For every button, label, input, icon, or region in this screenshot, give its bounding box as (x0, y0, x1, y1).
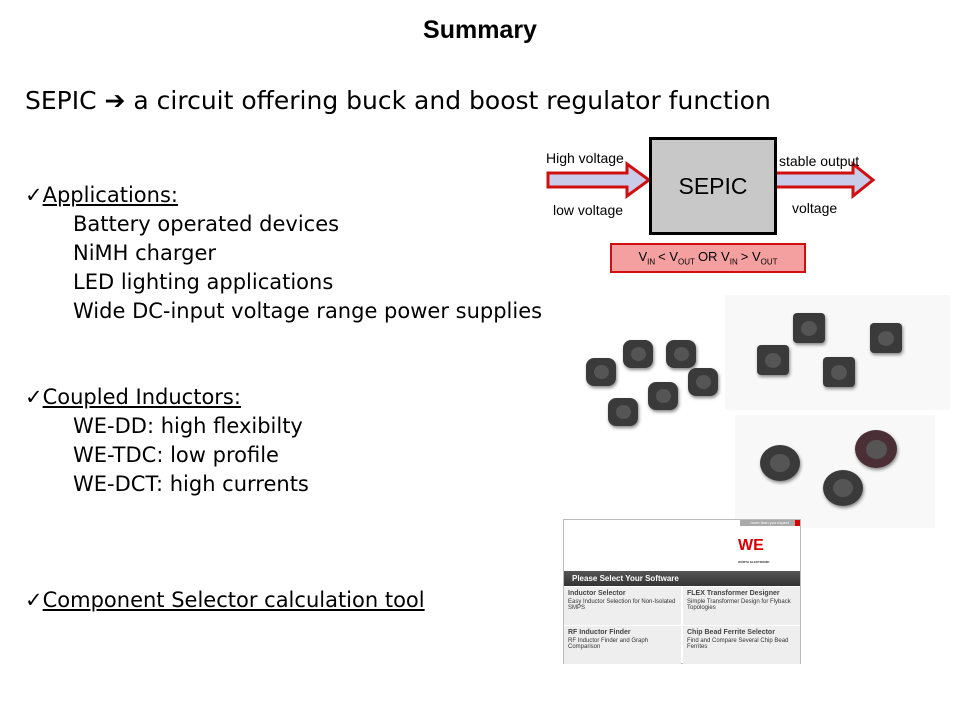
list-item: LED lighting applications (73, 270, 334, 294)
sepic-block: SEPIC (649, 137, 777, 235)
output-label-top: stable output (779, 153, 860, 169)
section-heading: Applications: (42, 183, 178, 207)
section-heading: Component Selector calculation tool (42, 588, 425, 612)
check-icon: ✓ (25, 183, 43, 207)
list-item: WE-DCT: high currents (73, 472, 309, 496)
we-dd-inductors-photo (578, 330, 726, 436)
condition-box: VIN < VOUT OR VIN > VOUT (610, 243, 806, 273)
slide-subtitle: SEPIC ➔ a circuit offering buck and boos… (25, 86, 771, 115)
list-item: Wide DC-input voltage range power suppli… (73, 299, 543, 323)
output-arrow (771, 160, 876, 200)
software-banner: Please Select Your Software (564, 571, 800, 586)
we-tdc-inductors-photo (725, 295, 950, 410)
list-item: WE-DD: high flexibilty (73, 414, 303, 438)
input-label-bottom: low voltage (553, 202, 624, 218)
check-icon: ✓ (25, 385, 43, 409)
component-selector-section: ✓Component Selector calculation tool (25, 586, 425, 615)
input-label-top: High voltage (546, 150, 624, 166)
arrows (546, 160, 876, 200)
list-item: WE-TDC: low profile (73, 443, 279, 467)
list-item: Battery operated devices (73, 212, 340, 236)
input-arrow (546, 161, 652, 199)
we-dct-inductors-photo (735, 415, 935, 528)
coupled-inductors-section: ✓Coupled Inductors: WE-DD: high flexibil… (25, 383, 309, 499)
check-icon: ✓ (25, 588, 43, 612)
slide-title: Summary (423, 16, 537, 44)
output-label-bottom: voltage (792, 200, 838, 216)
applications-section: ✓Applications: Battery operated devices … (25, 181, 542, 326)
section-heading: Coupled Inductors: (42, 385, 241, 409)
tagline: more than you expect (740, 520, 800, 526)
list-item: NiMH charger (73, 241, 217, 265)
